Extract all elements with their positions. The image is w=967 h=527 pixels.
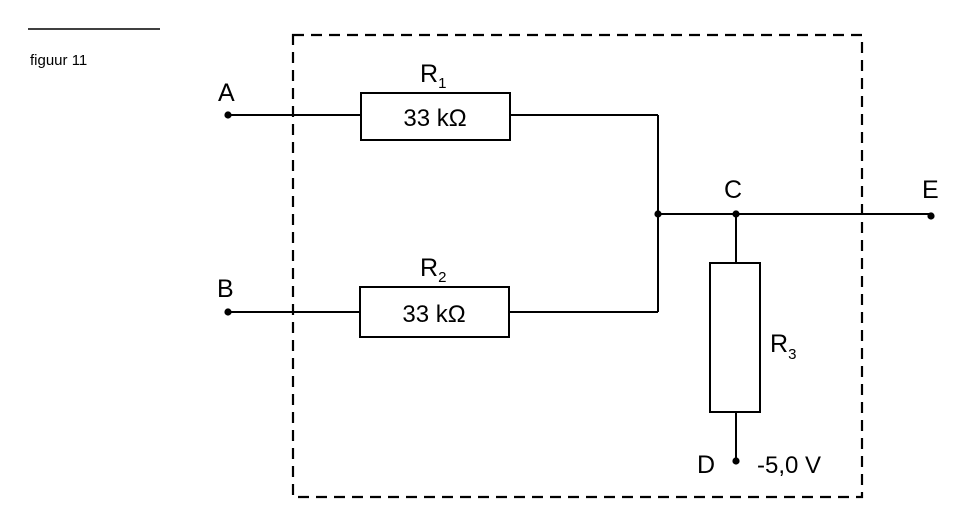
resistor-r3-name-sub: 3 xyxy=(788,346,796,363)
junction-dot xyxy=(654,210,662,218)
resistor-r2-name: R2 xyxy=(420,254,446,286)
node-label-a: A xyxy=(218,79,235,107)
node-label-c: C xyxy=(724,176,742,204)
resistor-r3-name: R3 xyxy=(770,330,796,363)
dashed-enclosure xyxy=(291,33,864,499)
terminal-a-dot xyxy=(224,111,232,119)
figure-label: figuur 11 xyxy=(30,52,87,69)
terminal-dots xyxy=(224,111,935,465)
node-label-e: E xyxy=(922,176,939,204)
node-label-b: B xyxy=(217,275,234,303)
resistor-r1 xyxy=(360,92,511,141)
resistor-r1-name-main: R xyxy=(420,60,438,88)
resistor-r3 xyxy=(709,262,761,413)
resistor-r2 xyxy=(359,286,510,338)
node-label-d: D xyxy=(697,451,715,479)
terminal-d-dot xyxy=(732,457,740,465)
resistor-r2-name-main: R xyxy=(420,254,438,282)
terminal-b-dot xyxy=(224,308,232,316)
resistor-r1-name-sub: 1 xyxy=(438,75,446,92)
resistor-r1-value: 33 kΩ xyxy=(403,105,466,132)
wires xyxy=(228,114,931,461)
resistor-r3-name-main: R xyxy=(770,330,788,358)
node-c-dot xyxy=(732,210,740,218)
resistor-r1-name: R1 xyxy=(420,60,446,92)
resistor-r2-name-sub: 2 xyxy=(438,269,446,286)
supply-voltage-label: -5,0 V xyxy=(757,452,821,479)
terminal-e-dot xyxy=(927,212,935,220)
resistor-r2-value: 33 kΩ xyxy=(402,301,465,328)
